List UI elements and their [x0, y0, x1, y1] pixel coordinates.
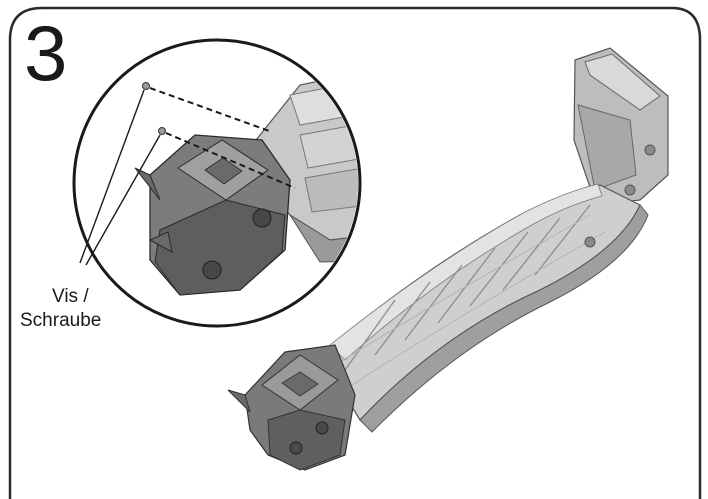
callout-line-2: Schraube: [20, 310, 102, 331]
screw-icon: [142, 82, 150, 90]
panel-border: [8, 6, 702, 499]
arm-part: [227, 47, 669, 471]
leader-lines: [79, 89, 161, 266]
screw-icon: [158, 127, 166, 135]
detail-magnifier: [72, 38, 362, 328]
screw-callout-label: Vis / Schraube: [20, 285, 101, 333]
callout-line-1: Vis /: [52, 286, 89, 307]
step-number: 3: [24, 9, 68, 97]
